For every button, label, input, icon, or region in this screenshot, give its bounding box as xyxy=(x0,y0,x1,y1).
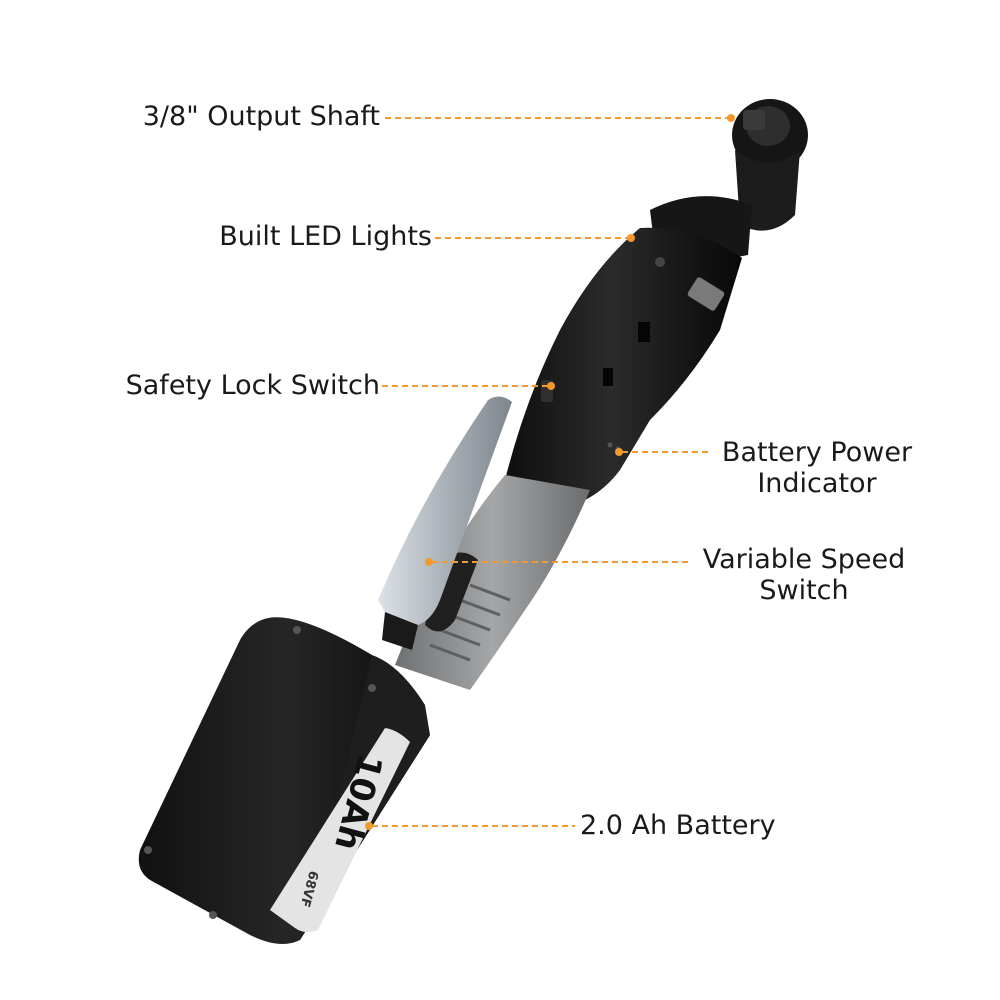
label-battery-power-line2: Indicator xyxy=(757,468,877,499)
output-shaft-square xyxy=(743,110,765,130)
label-variable-speed: Variable Speed Switch xyxy=(693,544,915,606)
battery-pack: 10Ah 68VF xyxy=(138,617,430,944)
led-window xyxy=(687,277,725,311)
vent-slot xyxy=(638,322,650,342)
label-battery-power-line1: Battery Power xyxy=(721,437,913,468)
battery-label-panel xyxy=(270,728,410,933)
clip-base xyxy=(382,612,418,650)
screw-icon xyxy=(655,257,665,267)
screw-icon xyxy=(368,684,376,692)
label-variable-speed-line2: Switch xyxy=(759,575,849,606)
label-battery-power: Battery Power Indicator xyxy=(712,437,922,499)
label-led-lights: Built LED Lights xyxy=(219,221,432,252)
motor-housing xyxy=(505,227,742,505)
label-battery: 2.0 Ah Battery xyxy=(580,810,776,841)
screw-icon xyxy=(209,911,217,919)
label-variable-speed-line1: Variable Speed xyxy=(702,544,906,575)
leader-dots xyxy=(365,114,735,830)
screw-icon xyxy=(293,626,301,634)
indicator-dot xyxy=(607,442,613,448)
screw-icon xyxy=(144,846,152,854)
vent-slot xyxy=(603,368,613,386)
leader-lines xyxy=(372,117,728,827)
label-safety-lock: Safety Lock Switch xyxy=(125,370,380,401)
handle-grip xyxy=(395,475,590,690)
belt-clip xyxy=(378,396,512,625)
grip-ridges xyxy=(429,583,511,662)
label-output-shaft: 3/8" Output Shaft xyxy=(142,101,380,132)
